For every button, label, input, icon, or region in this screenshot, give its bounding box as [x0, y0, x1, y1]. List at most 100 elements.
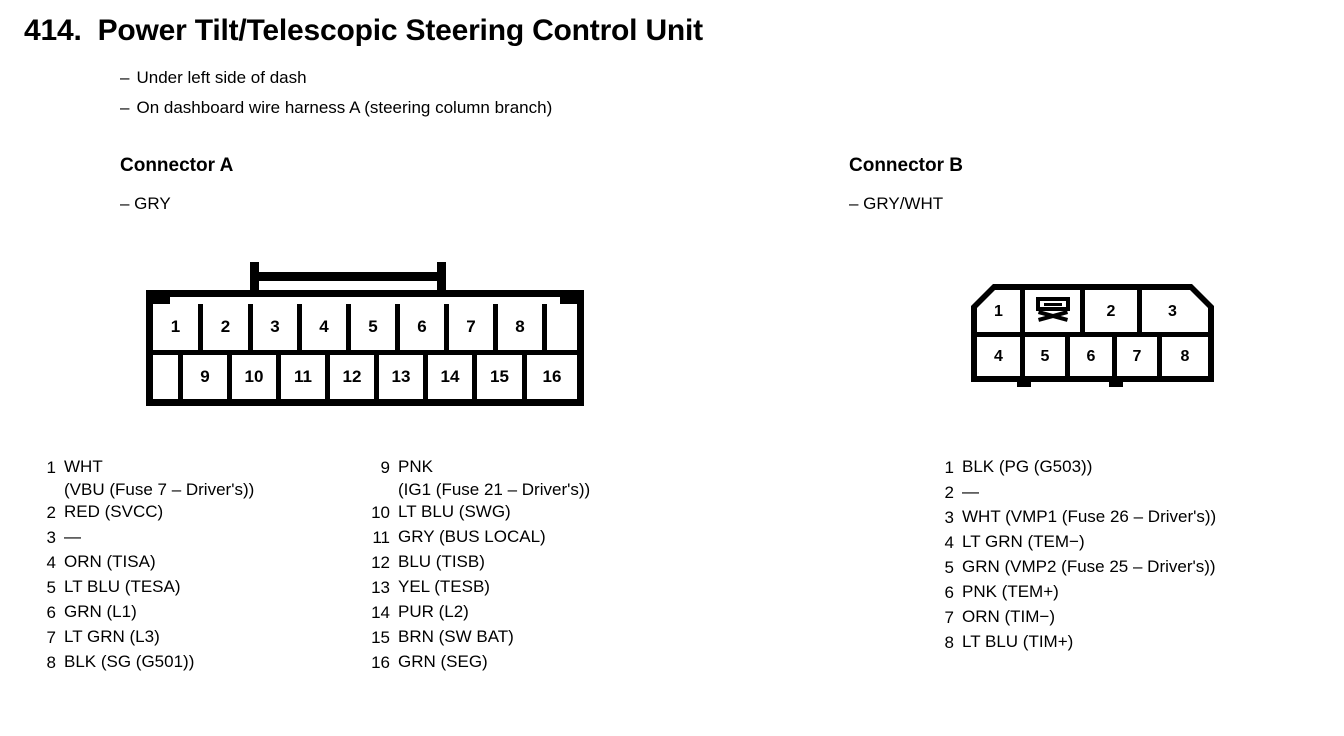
connector-b-lock-cell [1025, 290, 1085, 334]
pin-number: 7 [944, 608, 954, 627]
pin-cell-b-4: 4 [977, 337, 1025, 376]
pin-number: 8 [944, 633, 954, 652]
connector-a-heading: Connector A [120, 155, 234, 176]
bullet-dash-icon: – [120, 98, 130, 117]
pin-number: 4 [46, 553, 56, 572]
pin-number: 6 [46, 603, 56, 622]
pin-description: GRN (VMP2 (Fuse 25 – Driver's)) [962, 557, 1216, 576]
pin-description: PUR (L2) [398, 602, 469, 621]
connector-a-color: – GRY [120, 194, 171, 213]
pin-cell-a-3: 3 [253, 304, 302, 350]
latch-post-right [437, 262, 446, 296]
pin-description-line1: WHT [64, 457, 103, 476]
connector-a-diagram: 1 2 3 4 5 6 7 8 9 10 11 12 13 14 15 16 [146, 262, 584, 406]
pin-description-line2: (IG1 (Fuse 21 – Driver's)) [398, 480, 591, 499]
location-note-1: –Under left side of dash [120, 68, 307, 88]
pin-description: GRN (SEG) [398, 652, 488, 671]
pin-description: PNK (TEM+) [962, 582, 1059, 601]
pin-cell-a-8: 8 [498, 304, 547, 350]
pin-number: 11 [372, 528, 390, 547]
pin-cell-a-bottom-empty [153, 355, 183, 399]
pin-description: GRY (BUS LOCAL) [398, 527, 546, 546]
pin-number: 16 [371, 653, 390, 672]
pin-cell-b-2: 2 [1085, 290, 1142, 334]
pin-list-item: 9 PNK (IG1 (Fuse 21 – Driver's)) [366, 458, 686, 498]
connector-a-bottom-row: 9 10 11 12 13 14 15 16 [153, 355, 577, 399]
pin-description: — [64, 527, 81, 546]
pin-description: LT BLU (SWG) [398, 502, 511, 521]
pin-list-item: 2— [940, 483, 1330, 503]
pin-description: — [962, 482, 979, 501]
pin-cell-b-6: 6 [1070, 337, 1117, 376]
pin-number: 2 [944, 483, 954, 502]
pin-cell-a-15: 15 [477, 355, 527, 399]
pin-number: 5 [944, 558, 954, 577]
pin-cell-a-top-empty [547, 304, 577, 350]
pin-list-item: 16 GRN (SEG) [366, 653, 686, 673]
pin-description: BLK (SG (G501)) [64, 652, 195, 671]
latch-post-left [250, 262, 259, 296]
location-note-2: –On dashboard wire harness A (steering c… [120, 98, 552, 118]
connector-b-bottom-row: 4 5 6 7 8 [977, 337, 1208, 376]
pin-list-item: 4 ORN (TISA) [40, 553, 360, 573]
connector-b-color: – GRY/WHT [849, 194, 944, 213]
connector-a-top-row: 1 2 3 4 5 6 7 8 [153, 304, 577, 350]
pin-description: YEL (TESB) [398, 577, 490, 596]
location-note-1-text: Under left side of dash [136, 68, 307, 87]
pin-number: 9 [380, 458, 390, 477]
pin-list-item: 6 PNK (TEM+) [940, 583, 1330, 603]
pin-description: LT BLU (TIM+) [962, 632, 1074, 651]
connector-b-tab-right [1109, 376, 1123, 387]
pin-description: ORN (TISA) [64, 552, 156, 571]
pin-description: ORN (TIM−) [962, 607, 1056, 626]
pin-number: 3 [46, 528, 56, 547]
pin-cell-a-6: 6 [400, 304, 449, 350]
pin-cell-b-3: 3 [1168, 303, 1177, 320]
connector-a-pinlist-left: 1 WHT(VBU (Fuse 7 – Driver's)) 2 RED (SVCC… [40, 458, 360, 678]
pin-number: 1 [46, 458, 56, 477]
connector-b-tab-left [1017, 376, 1031, 387]
pin-description: RED (SVCC) [64, 502, 164, 521]
pin-number: 1 [944, 458, 954, 477]
shell-notch-right [560, 290, 577, 304]
pin-list-item: 3— [40, 528, 360, 548]
pin-list-item: 14 PUR (L2) [366, 603, 686, 623]
row-divider [977, 332, 1208, 337]
pin-description: LT GRN (TEM−) [962, 532, 1085, 551]
pin-list-item: 8 BLK (SG (G501)) [40, 653, 360, 673]
pin-number: 8 [46, 653, 56, 672]
pin-description: LT BLU (TESA) [64, 577, 181, 596]
pin-number: 2 [46, 503, 56, 522]
pin-cell-b-7: 7 [1117, 337, 1162, 376]
pin-cell-b-5: 5 [1025, 337, 1070, 376]
pin-number: 14 [371, 603, 390, 622]
pin-cell-a-2: 2 [203, 304, 253, 350]
pin-list-item: 1 WHT(VBU (Fuse 7 – Driver's)) [40, 458, 360, 498]
pin-description: WHT (VMP1 (Fuse 26 – Driver's)) [962, 507, 1217, 526]
pin-number: 15 [371, 628, 390, 647]
pin-list-item: 5 GRN (VMP2 (Fuse 25 – Driver's)) [940, 558, 1330, 578]
row-divider [153, 350, 577, 355]
connector-b-diagram: 1 2 3 4 5 6 7 8 [971, 284, 1214, 387]
pin-description-line1: PNK [398, 457, 433, 476]
pin-cell-a-1: 1 [153, 304, 203, 350]
pin-list-item: 7 ORN (TIM−) [940, 608, 1330, 628]
pin-cell-a-13: 13 [379, 355, 428, 399]
pin-description: BLU (TISB) [398, 552, 485, 571]
pin-cell-a-10: 10 [232, 355, 281, 399]
pin-description: WHT(VBU (Fuse 7 – Driver's)) [64, 458, 360, 498]
pin-description: LT GRN (L3) [64, 627, 160, 646]
shell-notch-left [153, 290, 170, 304]
pin-cell-a-5: 5 [351, 304, 400, 350]
pin-number: 13 [371, 578, 390, 597]
pin-list-item: 2 RED (SVCC) [40, 503, 360, 523]
page-title: 414.Power Tilt/Telescopic Steering Contr… [24, 14, 703, 48]
pin-number: 6 [944, 583, 954, 602]
